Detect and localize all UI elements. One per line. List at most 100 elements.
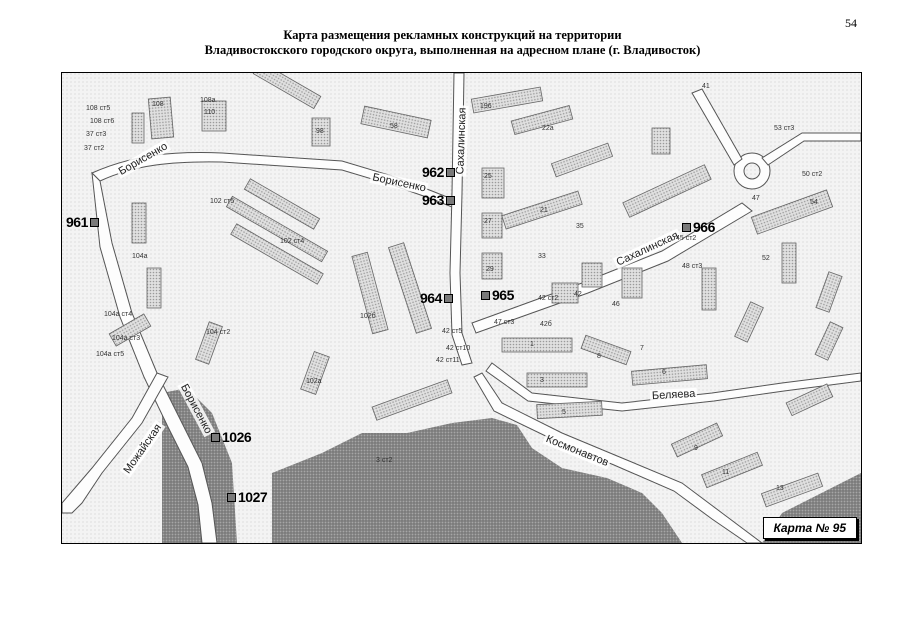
- building: [631, 364, 708, 386]
- building: [225, 195, 329, 263]
- ad-marker-966[interactable]: 966: [682, 219, 715, 235]
- map-canvas: [62, 73, 861, 543]
- building: [481, 167, 505, 199]
- road-east: [761, 132, 861, 166]
- building: [734, 301, 764, 343]
- building-label: 3: [540, 377, 544, 384]
- marker-square-icon: [445, 167, 455, 177]
- building-label: 42 ст5: [442, 328, 463, 335]
- page-number: 54: [845, 16, 857, 30]
- building: [526, 372, 588, 388]
- building: [785, 383, 834, 417]
- building-label: 42б: [540, 321, 552, 328]
- building: [311, 117, 331, 147]
- marker-square-icon: [443, 293, 453, 303]
- building: [750, 189, 834, 235]
- street-label-belyaeva: Беляева: [649, 387, 698, 403]
- building: [481, 212, 503, 239]
- building: [501, 337, 573, 353]
- building: [510, 104, 574, 136]
- road-north: [691, 88, 743, 166]
- building-label: 108: [152, 101, 164, 108]
- building: [481, 252, 503, 280]
- marker-square-icon: [227, 492, 236, 502]
- building-label: 54: [810, 199, 818, 206]
- building: [760, 472, 824, 508]
- building-label: 108 ст5: [86, 105, 111, 112]
- building: [147, 96, 175, 140]
- building-label: 3 ст2: [376, 457, 393, 464]
- building-label: 102 ст4: [280, 238, 305, 245]
- marker-square-icon: [89, 217, 99, 227]
- building: [300, 350, 330, 396]
- building-label: 37 ст2: [84, 145, 105, 152]
- building-label: 33: [538, 253, 546, 260]
- road-mozhayskaya: [62, 372, 169, 514]
- building-label: 29: [486, 266, 494, 273]
- title-line-1: Карта размещения рекламных конструкций н…: [283, 28, 622, 42]
- building-label: 42: [574, 291, 582, 298]
- building-label: 35: [576, 223, 584, 230]
- building-label: 42 ст10: [446, 345, 471, 352]
- building-label: 53 ст3: [774, 125, 795, 132]
- building: [551, 282, 579, 304]
- building-label: 37 ст3: [86, 131, 107, 138]
- building: [470, 86, 544, 114]
- building: [622, 164, 712, 218]
- building-label: 102б: [360, 313, 376, 320]
- building-label: 47 ст3: [494, 319, 515, 326]
- building-label: 196: [480, 103, 492, 110]
- building: [815, 271, 843, 313]
- building: [550, 142, 614, 178]
- building-label: 104а ст5: [96, 351, 125, 358]
- building-label: 104а ст3: [112, 335, 141, 342]
- building-label: 22а: [542, 125, 554, 132]
- building: [131, 202, 147, 244]
- ad-marker-961[interactable]: 961: [66, 214, 99, 230]
- map-number-label: Карта № 95: [762, 517, 857, 539]
- building: [351, 251, 389, 335]
- building: [621, 267, 643, 299]
- ad-marker-963[interactable]: 963: [422, 192, 455, 208]
- building: [701, 451, 763, 489]
- building-label: 46: [612, 301, 620, 308]
- marker-square-icon: [682, 222, 691, 232]
- building-label: 42 ст11: [436, 357, 460, 364]
- building: [387, 242, 433, 334]
- building: [814, 321, 844, 361]
- road-belyaeva: [485, 362, 861, 412]
- building: [781, 242, 797, 284]
- map-frame[interactable]: Борисенко Борисенко Сахалинская Сахалинс…: [61, 72, 862, 544]
- ad-marker-964[interactable]: 964: [420, 290, 453, 306]
- building: [670, 422, 724, 458]
- building: [201, 100, 227, 132]
- building: [501, 190, 583, 230]
- building-label: 41: [702, 83, 710, 90]
- terrain-area: [272, 418, 682, 543]
- building: [360, 105, 432, 139]
- building-label: 50 ст2: [802, 171, 823, 178]
- building: [252, 73, 322, 110]
- building-label: 52: [762, 255, 770, 262]
- building-label: 6: [662, 369, 666, 376]
- title-line-2: Владивостокского городского округа, выпо…: [204, 43, 701, 57]
- page-title: Карта размещения рекламных конструкций н…: [0, 28, 905, 58]
- ad-marker-962[interactable]: 962: [422, 164, 455, 180]
- building-label: 8: [597, 353, 601, 360]
- building-label: 104а ст4: [104, 311, 133, 318]
- building-label: 104 ст2: [206, 329, 231, 336]
- building-label: 1: [530, 341, 534, 348]
- street-label-sakhalinskaya-vertical: Сахалинская: [454, 105, 469, 177]
- ad-marker-1027[interactable]: 1027: [227, 489, 268, 505]
- building-label: 110: [204, 109, 216, 116]
- building-label: 13: [776, 485, 784, 492]
- ad-marker-965[interactable]: 965: [481, 287, 514, 303]
- building-label: 21: [540, 207, 548, 214]
- road-sakhalinskaya-diagonal: [471, 202, 753, 334]
- road-kosmonavtov: [473, 372, 763, 543]
- building-label: 42 ст2: [538, 295, 559, 302]
- building-label: 27: [484, 218, 492, 225]
- ad-marker-1026[interactable]: 1026: [211, 429, 252, 445]
- building-label: 108 ст6: [90, 118, 115, 125]
- building-label: 102а: [306, 378, 322, 385]
